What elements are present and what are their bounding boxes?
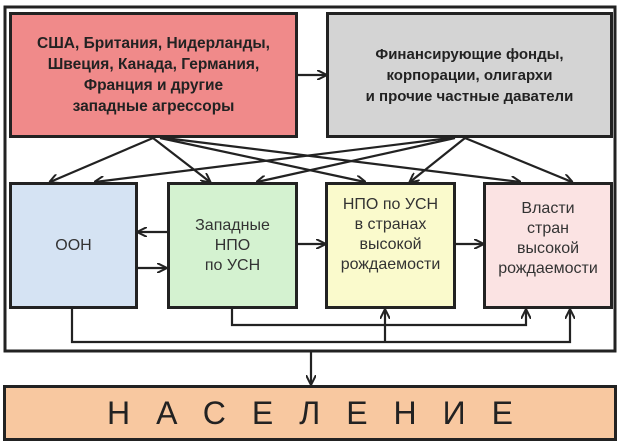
node-western-ngo: Западные НПО по УСН — [167, 182, 298, 309]
arrow-aggressors-local-ngo — [159, 136, 365, 182]
node-text: корпорации, олигархи — [386, 66, 553, 84]
node-text: рождаемости — [340, 256, 441, 273]
node-text: Франция и другие — [83, 77, 224, 94]
node-text: НПО по УСН — [342, 196, 439, 213]
arrow-funders-western-ngo — [257, 136, 456, 182]
arrow-un-authorities — [70, 308, 570, 344]
node-text: Власти — [521, 200, 575, 217]
arrow-funders-un — [95, 136, 451, 182]
node-local-ngo: НПО по УСН в странах высокой рождаемости — [325, 182, 456, 309]
node-text: США, Британия, Нидерланды, — [37, 35, 270, 52]
node-text: высокой — [359, 236, 422, 253]
node-authorities: Власти стран высокой рождаемости — [483, 182, 613, 309]
outer-frame — [3, 5, 617, 353]
node-population: НАСЕЛЕНИЕ — [3, 385, 617, 441]
node-text: Швеция, Канада, Германия, — [47, 56, 260, 73]
arrow-aggressors-authorities — [164, 136, 520, 182]
arrow-funders-authorities — [464, 136, 572, 182]
arrow-aggressors-western-ngo — [152, 137, 210, 182]
node-text: и прочие частные даватели — [365, 87, 574, 105]
arrow-funders-local-ngo — [410, 137, 466, 182]
arrow-western-ngo-authorities — [230, 308, 526, 327]
node-text: рождаемости — [498, 260, 598, 277]
node-text: западные агрессоры — [72, 98, 235, 115]
node-western-aggressors: США, Британия, Нидерланды, Швеция, Канад… — [9, 12, 298, 138]
node-text: по УСН — [204, 256, 261, 274]
node-text: НПО — [214, 236, 251, 254]
node-text: высокой — [516, 240, 580, 257]
node-text: ООН — [55, 236, 92, 254]
node-text: в странах — [354, 216, 427, 233]
arrow-aggressors-un — [50, 136, 154, 182]
node-text: Западные — [195, 216, 270, 234]
node-funders: Финансирующие фонды, корпорации, олигарх… — [326, 12, 613, 138]
node-text: Финансирующие фонды, — [375, 45, 564, 63]
node-text: стран — [527, 220, 569, 237]
population-label: НАСЕЛЕНИЕ — [107, 394, 539, 431]
node-un: ООН — [9, 182, 138, 309]
